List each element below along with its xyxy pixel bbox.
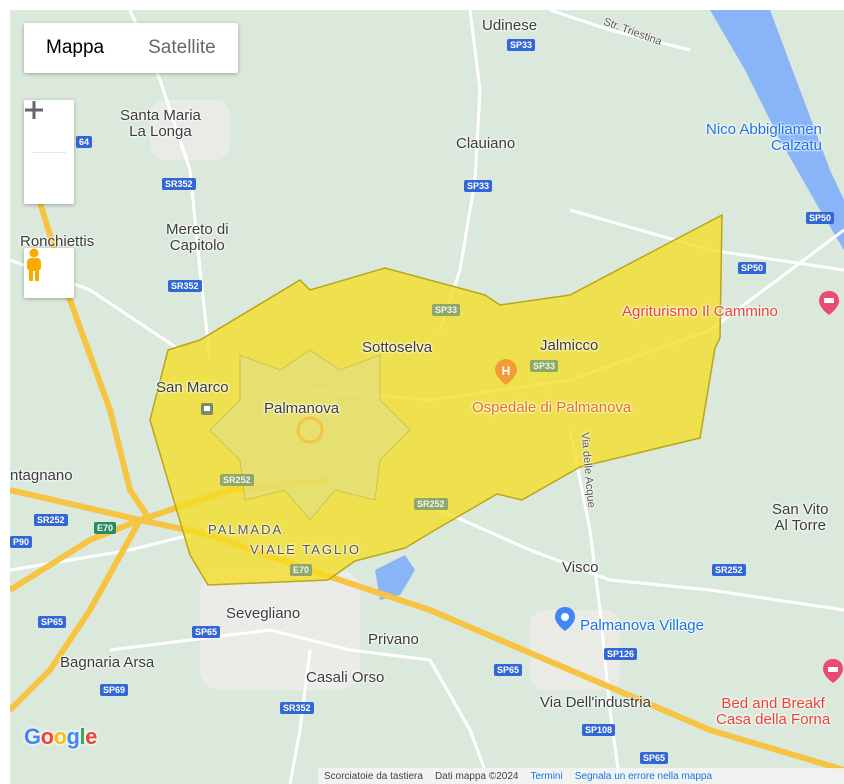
river bbox=[710, 10, 844, 250]
street-view-pegman-button[interactable] bbox=[24, 248, 74, 298]
map-type-map-button[interactable]: Mappa bbox=[46, 37, 105, 58]
minus-icon bbox=[25, 108, 43, 112]
map-canvas[interactable]: Udinese Str. Triestina Clauiano Santa Ma… bbox=[10, 10, 844, 784]
route-shield: SR252 bbox=[220, 474, 254, 486]
hospital-icon[interactable]: H bbox=[494, 358, 518, 386]
google-logo: Google bbox=[24, 724, 97, 749]
area-palmada: PALMADA bbox=[208, 522, 284, 537]
place-privano: Privano bbox=[368, 631, 419, 648]
route-shield: SP33 bbox=[507, 39, 536, 51]
place-palmanova: Palmanova bbox=[264, 400, 340, 417]
place-sottoselva: Sottoselva bbox=[362, 339, 433, 356]
road bbox=[438, 10, 482, 331]
hotel-icon[interactable] bbox=[822, 658, 844, 684]
attribution-bar: Scorciatoie da tastiera Dati mappa ©2024… bbox=[318, 768, 844, 784]
highway bbox=[10, 516, 844, 773]
poi-agriturismo[interactable]: Agriturismo Il Cammino bbox=[622, 303, 778, 320]
zoom-control bbox=[24, 100, 74, 204]
map-type-control: Mappa Satellite bbox=[24, 23, 238, 73]
urban-area bbox=[200, 570, 360, 690]
place-san-vito: San Vito Al Torre bbox=[772, 501, 829, 534]
map-layer bbox=[10, 10, 844, 784]
route-shield: SP33 bbox=[530, 360, 559, 372]
place-ronchiettis: Ronchiettis bbox=[20, 233, 95, 250]
route-shield: SR352 bbox=[168, 280, 202, 292]
keyboard-shortcuts-link[interactable]: Scorciatoie da tastiera bbox=[324, 770, 423, 782]
route-shield: SR252 bbox=[414, 498, 448, 510]
poi-bnb[interactable]: Bed and Breakf Casa della Forna bbox=[716, 695, 831, 728]
place-santa-maria: Santa Maria La Longa bbox=[120, 107, 201, 140]
route-shield: SR252 bbox=[712, 564, 746, 576]
highway bbox=[10, 518, 143, 713]
place-via-industria: Via Dell'industria bbox=[540, 694, 651, 711]
route-shield: SR252 bbox=[34, 514, 68, 526]
route-shield: SP50 bbox=[738, 262, 767, 274]
route-shield: 64 bbox=[76, 136, 93, 148]
route-shield: SP33 bbox=[464, 180, 493, 192]
route-shield: SP33 bbox=[432, 304, 461, 316]
route-shield: SP65 bbox=[38, 616, 67, 628]
route-shield: E70 bbox=[290, 564, 313, 576]
road bbox=[439, 508, 844, 612]
place-jalmicco: Jalmicco bbox=[540, 337, 599, 354]
place-visco: Visco bbox=[562, 559, 599, 576]
road bbox=[428, 659, 492, 784]
place-ntagnano: ntagnano bbox=[10, 467, 73, 484]
fortress-outline bbox=[209, 349, 411, 521]
route-shield: SP50 bbox=[806, 212, 835, 224]
area-viale-taglio: VIALE TAGLIO bbox=[250, 542, 361, 557]
place-sevegliano: Sevegliano bbox=[226, 605, 301, 622]
zoom-out-button[interactable] bbox=[24, 108, 74, 204]
poi-nico[interactable]: Nico Abbigliamen Calzatu bbox=[706, 121, 822, 154]
pegman-icon bbox=[27, 248, 41, 281]
route-shield: SR352 bbox=[162, 178, 196, 190]
shopping-icon[interactable] bbox=[554, 606, 576, 632]
road bbox=[549, 10, 691, 52]
route-shield: SP65 bbox=[640, 752, 669, 764]
map-data-text: Dati mappa ©2024 bbox=[434, 770, 519, 782]
report-error-link[interactable]: Segnala un errore nella mappa bbox=[574, 770, 713, 782]
lake bbox=[375, 555, 415, 600]
route-shield: SP126 bbox=[604, 648, 638, 660]
urban-area bbox=[530, 610, 620, 690]
route-shield: E70 bbox=[94, 522, 117, 534]
bus-stop-icon bbox=[201, 403, 213, 415]
fortress-center bbox=[296, 416, 324, 444]
map-type-satellite-button[interactable]: Satellite bbox=[148, 37, 216, 58]
zoom-divider bbox=[32, 152, 66, 153]
route-shield: SP65 bbox=[494, 664, 523, 676]
place-udinese: Udinese bbox=[482, 17, 538, 34]
place-casali-orso: Casali Orso bbox=[306, 669, 385, 686]
route-shield: SP69 bbox=[100, 684, 129, 696]
route-shield: SP65 bbox=[192, 626, 221, 638]
route-shield: SP108 bbox=[582, 724, 616, 736]
road bbox=[10, 528, 211, 572]
poi-village[interactable]: Palmanova Village bbox=[580, 617, 704, 634]
road bbox=[109, 628, 431, 662]
place-bagnaria: Bagnaria Arsa bbox=[60, 654, 155, 671]
svg-text:H: H bbox=[502, 364, 511, 378]
place-mereto: Mereto di Capitolo bbox=[166, 221, 229, 254]
terms-link[interactable]: Termini bbox=[530, 770, 563, 782]
poi-ospedale[interactable]: Ospedale di Palmanova bbox=[472, 399, 632, 416]
place-san-marco: San Marco bbox=[156, 379, 229, 396]
route-shield: P90 bbox=[10, 536, 33, 548]
place-clauiano: Clauiano bbox=[456, 135, 516, 152]
road bbox=[288, 649, 312, 784]
route-shield: SR352 bbox=[280, 702, 314, 714]
restaurant-icon[interactable] bbox=[818, 290, 840, 316]
urban-area bbox=[150, 100, 230, 160]
